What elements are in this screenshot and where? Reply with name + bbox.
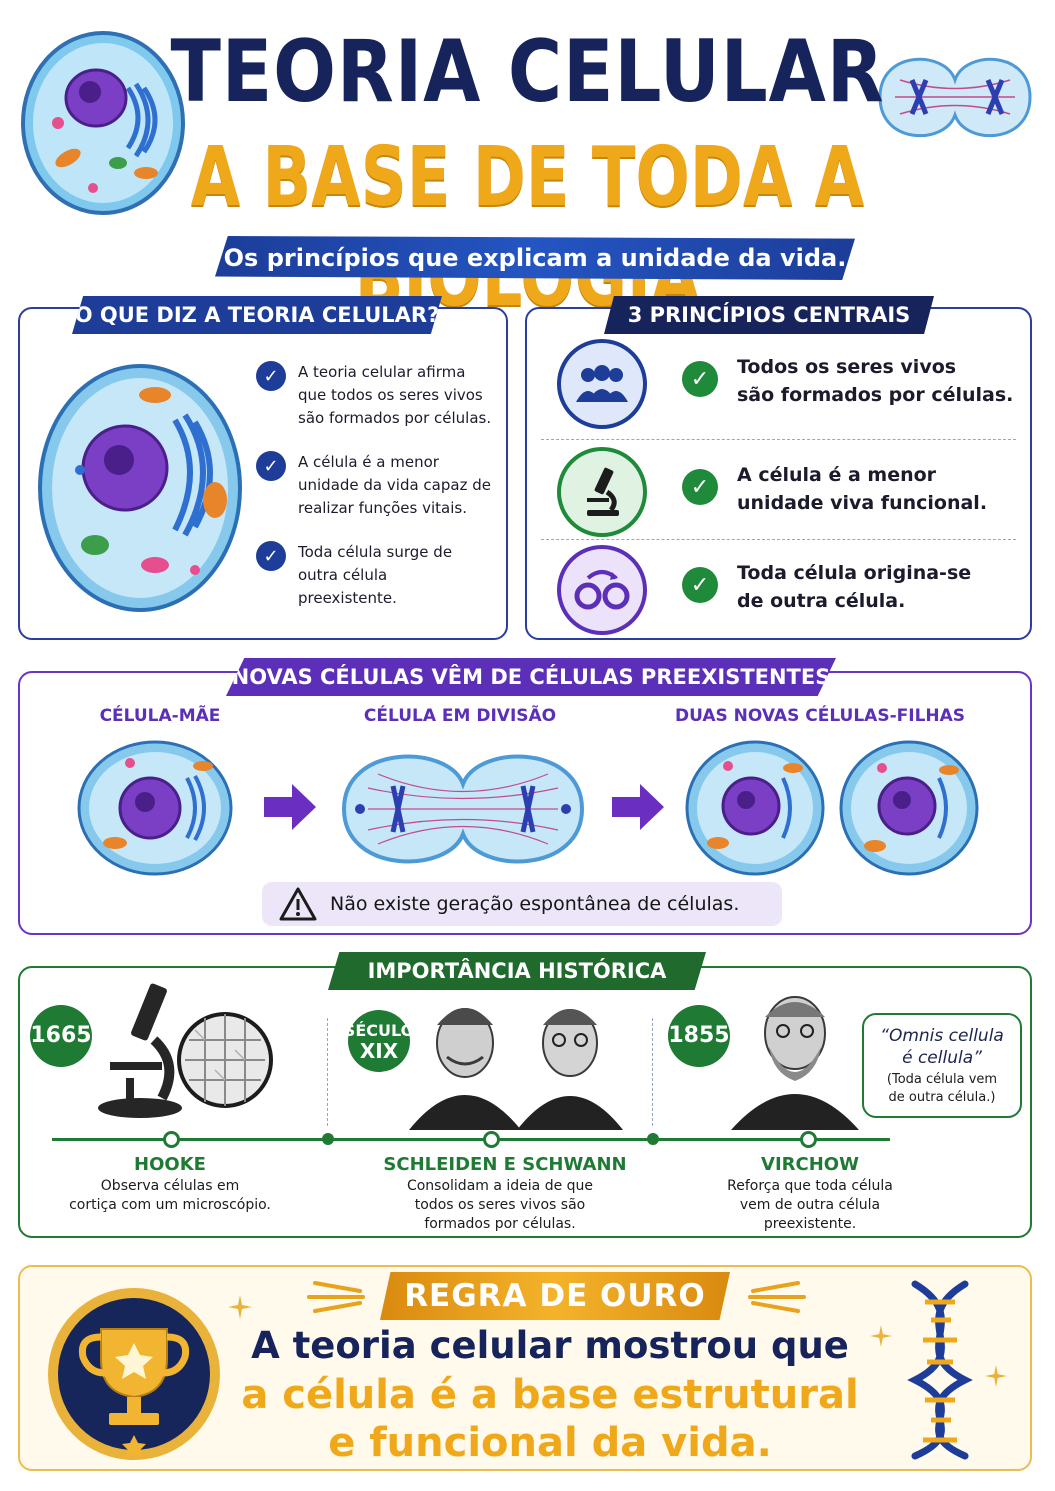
scientist-desc-virchow: Reforça que toda célula vem de outra cél… bbox=[727, 1178, 893, 1232]
arrow-icon bbox=[612, 784, 664, 830]
year-badge-1855: 1855 bbox=[668, 1005, 730, 1067]
history-heading: IMPORTÂNCIA HISTÓRICA bbox=[328, 952, 706, 990]
sparkle-icon bbox=[985, 1365, 1007, 1387]
check-icon: ✓ bbox=[682, 469, 718, 505]
section-divider bbox=[327, 1018, 328, 1126]
timeline-node bbox=[800, 1131, 817, 1148]
timeline-node bbox=[647, 1133, 659, 1145]
new-cells-heading: NOVAS CÉLULAS VÊM DE CÉLULAS PREEXISTENT… bbox=[226, 658, 836, 696]
principle-row: ✓ Toda célula origina-se de outra célula… bbox=[527, 537, 1030, 637]
check-icon: ✓ bbox=[682, 567, 718, 603]
year-badge-1665: 1665 bbox=[30, 1005, 92, 1067]
year-badge-seculo-xix: SÉCULO XIX bbox=[344, 1010, 414, 1072]
quote-bubble: “Omnis cellula é cellula” (Toda célula v… bbox=[862, 1013, 1022, 1118]
arrow-icon bbox=[264, 784, 316, 830]
divider bbox=[541, 439, 1016, 440]
stage-label-mother: CÉLULA-MÃE bbox=[99, 706, 221, 726]
stage-label-dividing: CÉLULA EM DIVISÃO bbox=[363, 706, 557, 726]
sparkle-lines-right bbox=[748, 1281, 806, 1313]
section-divider bbox=[652, 1018, 653, 1126]
principles-panel: ✓ Todos os seres vivos são formados por … bbox=[525, 307, 1032, 640]
golden-rule-line3: e funcional da vida. bbox=[328, 1420, 772, 1466]
scientist-desc-schleiden-schwann: Consolidam a ideia de que todos os seres… bbox=[406, 1178, 594, 1232]
stage-label-daughters: DUAS NOVAS CÉLULAS-FILHAS bbox=[674, 706, 966, 726]
divider bbox=[541, 539, 1016, 540]
golden-rule-line1: A teoria celular mostrou que bbox=[251, 1324, 849, 1367]
microscope-illustration bbox=[98, 983, 182, 1118]
animal-cell-illustration bbox=[21, 31, 185, 215]
tagline-ribbon: Os princípios que explicam a unidade da … bbox=[215, 236, 855, 280]
scientist-name-virchow: VIRCHOW bbox=[761, 1154, 859, 1175]
portrait-schleiden bbox=[409, 1008, 521, 1130]
check-icon: ✓ bbox=[682, 361, 718, 397]
sparkle-lines-left bbox=[307, 1281, 365, 1313]
check-icon: ✓ bbox=[256, 361, 286, 391]
timeline-node bbox=[322, 1133, 334, 1145]
what-says-item: ✓ Toda célula surge de outra célula pree… bbox=[256, 541, 466, 610]
sparkle-icon bbox=[870, 1325, 892, 1347]
scientist-desc-hooke: Observa células em cortiça com um micros… bbox=[69, 1178, 271, 1213]
dividing-cell-illustration bbox=[878, 57, 1032, 138]
what-says-heading: O QUE DIZ A TEORIA CELULAR? bbox=[72, 296, 442, 334]
golden-rule-line2: a célula é a base estrutural bbox=[241, 1372, 859, 1418]
main-title: TEORIA CELULAR bbox=[170, 22, 885, 122]
check-icon: ✓ bbox=[256, 541, 286, 571]
cell-illustration bbox=[38, 364, 242, 612]
principle-row: ✓ A célula é a menor unidade viva funcio… bbox=[527, 439, 1030, 539]
cell-division-icon bbox=[557, 545, 647, 635]
check-icon: ✓ bbox=[256, 451, 286, 481]
what-says-item: ✓ A teoria celular afirma que todos os s… bbox=[256, 361, 496, 430]
scientist-name-hooke: HOOKE bbox=[134, 1154, 206, 1175]
golden-rule-heading: REGRA DE OURO bbox=[380, 1272, 730, 1320]
timeline-node bbox=[163, 1131, 180, 1148]
warning-icon bbox=[279, 887, 317, 921]
sparkle-icon bbox=[228, 1295, 252, 1319]
timeline-line bbox=[52, 1138, 890, 1141]
portrait-schwann bbox=[517, 1009, 623, 1130]
daughter-cell-illustration bbox=[685, 740, 825, 876]
people-icon bbox=[557, 339, 647, 429]
principles-heading: 3 PRINCÍPIOS CENTRAIS bbox=[604, 296, 934, 334]
dividing-cell-stage-illustration bbox=[341, 754, 585, 864]
warning-box: Não existe geração espontânea de células… bbox=[262, 882, 782, 926]
trophy-badge-icon bbox=[48, 1288, 220, 1460]
dna-icon bbox=[907, 1280, 973, 1460]
mother-cell-illustration bbox=[77, 740, 233, 876]
what-says-item: ✓ A célula é a menor unidade da vida cap… bbox=[256, 451, 496, 520]
portrait-virchow bbox=[731, 996, 859, 1130]
timeline-node bbox=[483, 1131, 500, 1148]
cork-cells-illustration bbox=[177, 1012, 273, 1108]
daughter-cell-illustration bbox=[839, 740, 979, 876]
scientist-name-schleiden-schwann: SCHLEIDEN E SCHWANN bbox=[383, 1154, 627, 1175]
principle-row: ✓ Todos os seres vivos são formados por … bbox=[527, 331, 1030, 431]
microscope-icon bbox=[557, 447, 647, 537]
